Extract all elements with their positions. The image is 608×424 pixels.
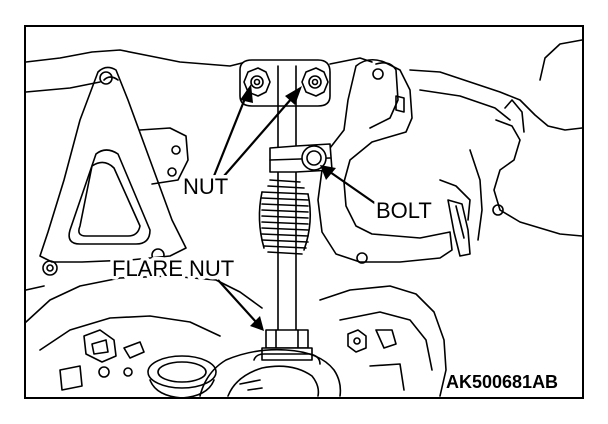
bolt-label: BOLT [376, 198, 432, 223]
rubber-boot [258, 179, 312, 255]
flare-nut-fitting [253, 329, 321, 365]
flare-nut-arrowhead [250, 316, 264, 331]
leader-arrows [212, 84, 377, 331]
mount-nut-right [301, 67, 329, 97]
flare-nut-arrow [217, 279, 257, 323]
nut-arrowhead-right [285, 86, 302, 105]
bolt-arrow [329, 171, 377, 205]
nut-arrow-right [223, 97, 293, 177]
clamp-bolt [301, 145, 327, 171]
flare-nut-label: FLARE NUT [112, 256, 234, 281]
nut-label: NUT [183, 174, 228, 199]
left-bracket [39, 66, 189, 276]
bolt-arrowhead [320, 165, 336, 180]
nut-arrowhead-left [240, 84, 253, 103]
control-shaft [277, 65, 297, 341]
engine-body [25, 39, 583, 241]
nut-arrow-left [212, 95, 248, 177]
transaxle-case [25, 275, 447, 399]
figure-code: AK500681AB [446, 372, 558, 392]
